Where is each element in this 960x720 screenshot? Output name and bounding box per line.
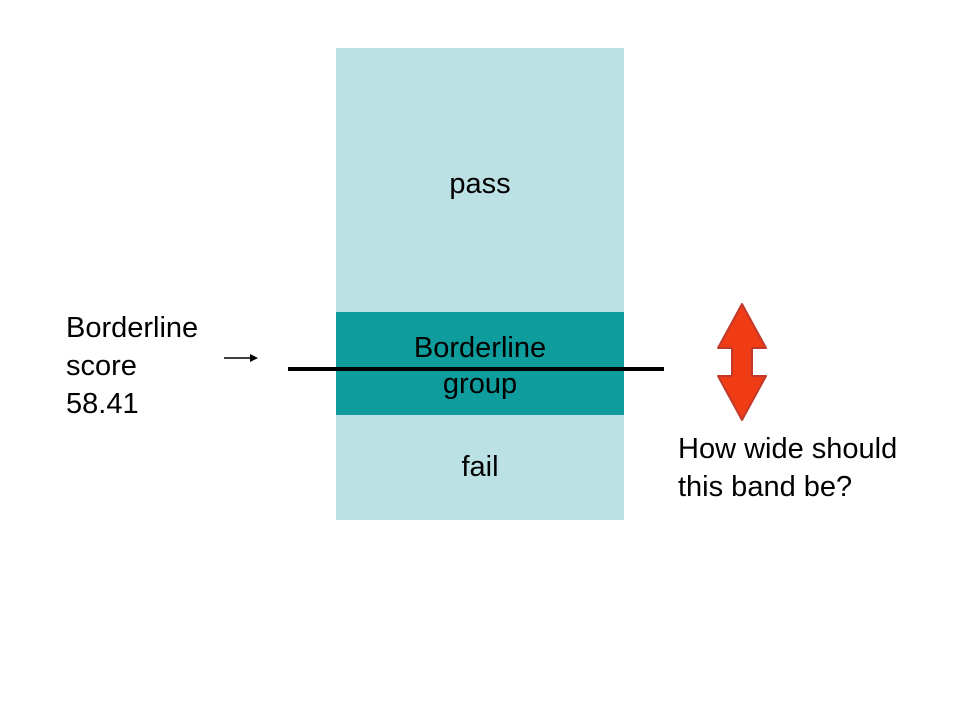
borderline-group-label-line2: group [442,368,518,400]
borderline-score-line2: score [66,350,137,382]
fail-label: fail [461,451,499,483]
band-width-question-line1: How wide should [678,433,898,465]
borderline-score-line1: Borderline [66,312,199,344]
borderline-group-label: Borderline group [336,330,624,402]
band-width-question: How wide should this band be? [678,430,897,506]
double-arrow-vertical-icon [717,303,767,421]
borderline-score-value: 58.41 [66,388,139,420]
borderline-group-band: Borderline group [336,312,624,415]
pass-band: pass [336,48,624,312]
arrow-right-icon [224,354,258,362]
pass-label: pass [449,168,511,200]
borderline-score-label: Borderline score 58.41 [66,309,198,423]
band-width-question-line2: this band be? [678,471,853,503]
borderline-group-label-line1: Borderline [413,332,547,364]
fail-band: fail [336,415,624,520]
